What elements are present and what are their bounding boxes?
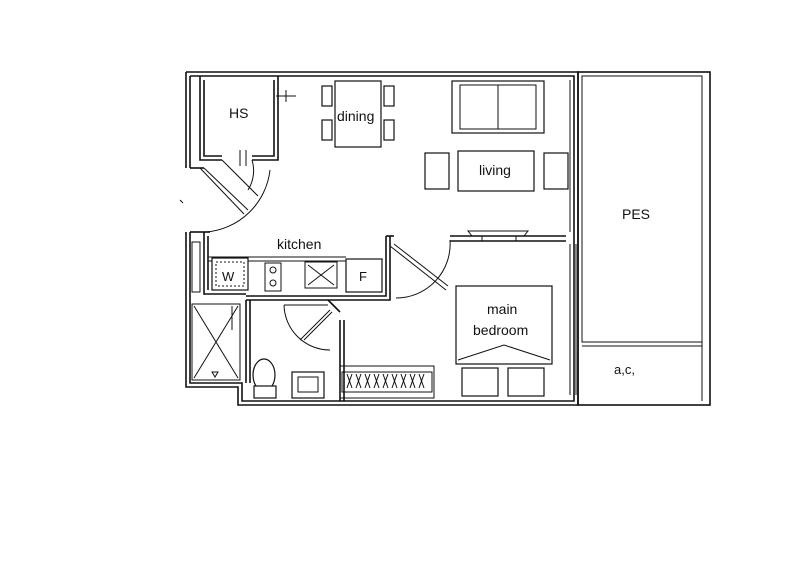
entrance-door [190,167,271,233]
washer-label: W [222,269,235,284]
washer [211,257,249,291]
wardrobe [339,365,435,399]
armchair-right [543,152,569,190]
dining-set [321,80,395,148]
room-label-main-bedroom-1: main [487,301,517,317]
room-label-kitchen: kitchen [277,236,321,252]
stove [264,262,282,292]
armchair-left [424,152,450,190]
fridge-label: F [359,269,367,284]
bathroom-walls [245,299,341,383]
room-label-hs: HS [229,105,248,121]
shower [191,303,241,381]
sofa [451,80,545,134]
bedroom-walls [339,235,566,401]
room-label-living: living [479,162,511,178]
room-label-dining: dining [337,108,374,124]
toilet [252,358,277,399]
fridge [345,258,383,293]
bathroom-basin [291,371,325,399]
room-label-ac: a,c, [614,362,635,377]
bed [455,285,553,397]
hs-room [199,76,296,197]
kitchen-walls [203,231,394,301]
coffee-table [457,150,535,192]
kitchen-sink [304,261,338,289]
shoe-cabinet [191,241,201,293]
room-label-main-bedroom-2: bedroom [473,322,528,338]
room-label-pes: PES [622,206,650,222]
pes-area [569,71,711,406]
